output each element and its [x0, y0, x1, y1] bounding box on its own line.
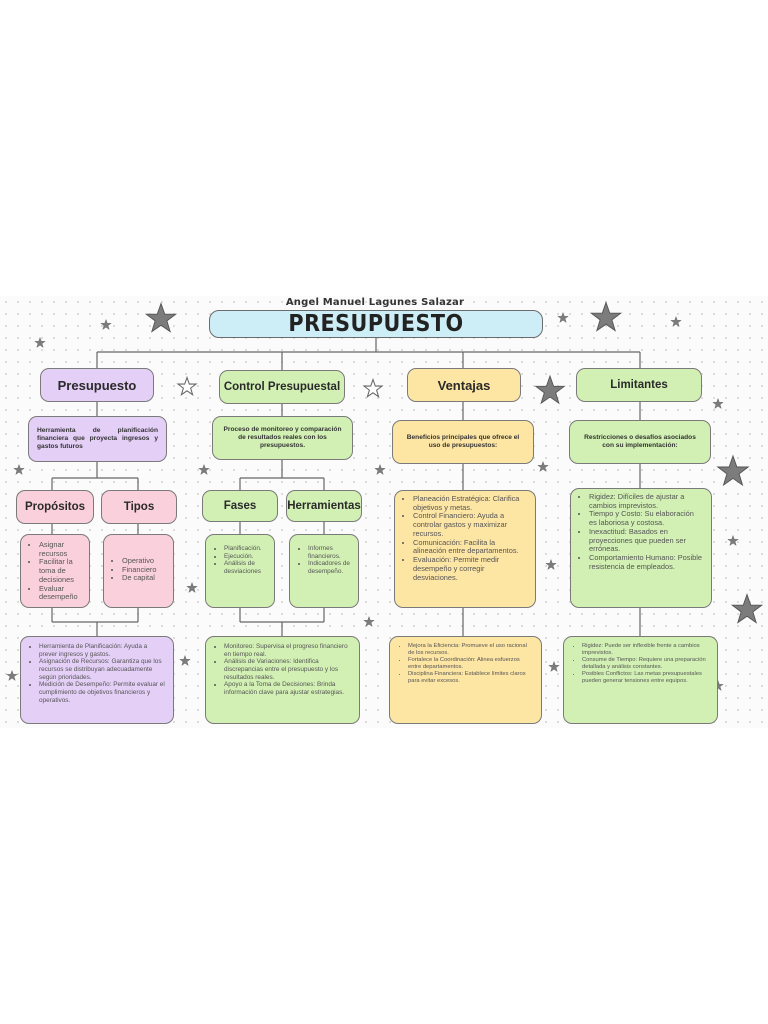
- page-title: PRESUPUESTO: [288, 311, 464, 337]
- list-limitantes: Rigidez: Difíciles de ajustar a cambios …: [570, 488, 712, 608]
- list-item: De capital: [122, 574, 165, 583]
- header-control-presupuestal: Control Presupuestal: [219, 370, 345, 404]
- subheader-fases: Fases: [202, 490, 278, 522]
- list-herramientas: Informes financieros. Indicadores de des…: [289, 534, 359, 608]
- list-item: Rigidez: Difíciles de ajustar a cambios …: [589, 492, 703, 510]
- subheader-herramientas: Herramientas: [286, 490, 362, 522]
- list-item: Fortalece la Coordinación: Alinea esfuer…: [408, 657, 533, 671]
- list-item: Ejecución.: [224, 553, 266, 561]
- definition-presupuesto: Herramienta de planificación financiera …: [28, 416, 167, 462]
- definition-control-presupuestal: Proceso de monitoreo y comparación de re…: [212, 416, 353, 460]
- bottom-presupuesto: Herramienta de Planificación: Ayuda a pr…: [20, 636, 174, 724]
- list-item: Consume de Tiempo: Requiere una preparac…: [582, 657, 709, 671]
- header-presupuesto: Presupuesto: [40, 368, 154, 402]
- list-item: Apoyo a la Toma de Decisiones: Brinda in…: [224, 681, 351, 696]
- list-item: Mejora la Eficiencia: Promueve el uso ra…: [408, 643, 533, 657]
- list-fases: Planificación. Ejecución. Análisis de de…: [205, 534, 275, 608]
- list-item: Indicadores de desempeño.: [308, 560, 350, 575]
- bottom-control-presupuestal: Monitoreo: Supervisa el progreso financi…: [205, 636, 360, 724]
- list-item: Rigidez: Puede ser inflexible frente a c…: [582, 643, 709, 657]
- list-item: Medición de Desempeño: Permite evaluar e…: [39, 681, 165, 704]
- list-item: Evaluación: Permite medir desempeño y co…: [413, 555, 527, 582]
- subheader-tipos: Tipos: [101, 490, 177, 524]
- list-item: Comportamiento Humano: Posible resistenc…: [589, 553, 703, 571]
- list-item: Facilitar la toma de decisiones: [39, 558, 81, 584]
- list-item: Posibles Conflictos: Las metas presupues…: [582, 671, 709, 685]
- list-tipos: Operativo Financiero De capital: [103, 534, 174, 608]
- list-item: Tiempo y Costo: Su elaboración es labori…: [589, 509, 703, 527]
- list-item: Análisis de Variaciones: Identifica disc…: [224, 658, 351, 681]
- definition-ventajas: Beneficios principales que ofrece el uso…: [392, 420, 534, 464]
- list-item: Asignación de Recursos: Garantiza que lo…: [39, 658, 165, 681]
- header-limitantes: Limitantes: [576, 368, 702, 402]
- list-item: Disciplina Financiera: Establece límites…: [408, 671, 533, 685]
- list-item: Operativo: [122, 556, 165, 566]
- bottom-ventajas: Mejora la Eficiencia: Promueve el uso ra…: [389, 636, 542, 724]
- list-propositos: Asignar recursos Facilitar la toma de de…: [20, 534, 90, 608]
- list-item: Planificación.: [224, 545, 266, 553]
- definition-limitantes: Restricciones o desafíos asociados con s…: [569, 420, 711, 464]
- list-item: Informes financieros.: [308, 545, 350, 560]
- bottom-limitantes: Rigidez: Puede ser inflexible frente a c…: [563, 636, 718, 724]
- list-item: Comunicación: Facilita la alineación ent…: [413, 538, 527, 556]
- list-item: Monitoreo: Supervisa el progreso financi…: [224, 643, 351, 658]
- subheader-propositos: Propósitos: [16, 490, 94, 524]
- header-ventajas: Ventajas: [407, 368, 521, 402]
- list-item: Planeación Estratégica: Clarifica objeti…: [413, 494, 527, 512]
- list-item: Herramienta de Planificación: Ayuda a pr…: [39, 643, 165, 658]
- author-name: Angel Manuel Lagunes Salazar: [285, 297, 465, 308]
- list-item: Financiero: [122, 565, 165, 575]
- list-ventajas: Planeación Estratégica: Clarifica objeti…: [394, 490, 536, 608]
- list-item: Inexactitud: Basados en proyecciones que…: [589, 527, 703, 554]
- list-item: Análisis de desviaciones: [224, 560, 266, 575]
- list-item: Evaluar desempeño: [39, 584, 81, 602]
- list-item: Asignar recursos: [39, 540, 81, 558]
- title-box: PRESUPUESTO: [209, 310, 543, 338]
- list-item: Control Financiero: Ayuda a controlar ga…: [413, 512, 527, 538]
